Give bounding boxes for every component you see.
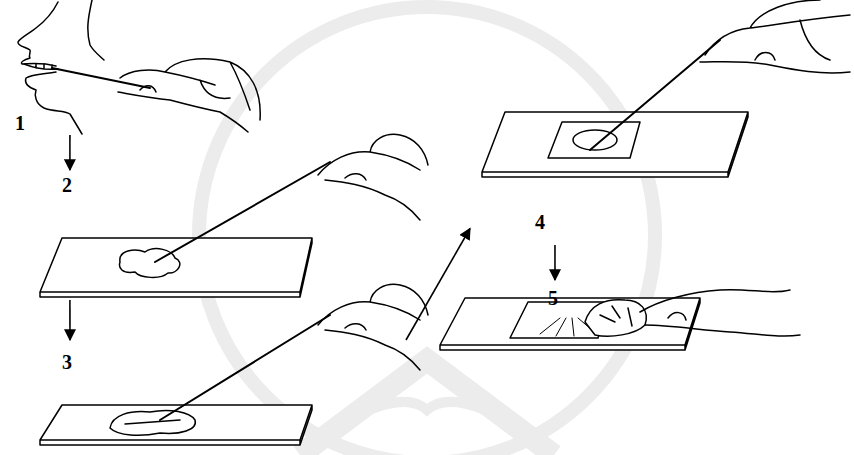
step-region: 3 <box>30 340 430 452</box>
face-profile <box>26 72 82 134</box>
step-number: 5 <box>548 288 558 308</box>
watermark-ring <box>199 7 655 455</box>
glass-slide <box>40 238 312 297</box>
step-arrow <box>554 245 556 280</box>
step-arrow <box>69 135 71 170</box>
hand <box>318 284 428 370</box>
shine-lines <box>540 318 592 336</box>
blotting-paper <box>585 300 646 336</box>
step-number: 4 <box>535 212 545 232</box>
cheek-line <box>88 0 104 60</box>
step-region: 5 <box>430 280 720 348</box>
step-region: 1 <box>5 0 270 135</box>
step-number: 1 <box>15 113 25 133</box>
step-arrow <box>406 229 470 341</box>
hand <box>700 0 850 73</box>
step-region: 4 <box>470 95 760 245</box>
needle <box>590 40 720 150</box>
hand <box>118 59 260 132</box>
cheek-cell-smear <box>110 410 195 435</box>
face-profile <box>18 2 58 66</box>
step-number: 2 <box>62 175 72 195</box>
glass-slide <box>440 298 700 350</box>
watermark <box>199 7 655 455</box>
watermark-book <box>300 360 554 455</box>
step-arrow <box>69 300 71 340</box>
watermark-book <box>330 402 524 430</box>
step-region: 2 <box>30 170 330 300</box>
toothpick <box>160 315 330 420</box>
cover-slip <box>548 122 640 158</box>
toothpick <box>155 162 330 262</box>
step-number: 3 <box>62 352 72 372</box>
glass-slide <box>482 112 748 177</box>
hand <box>640 290 800 336</box>
hand <box>318 134 428 220</box>
hand <box>318 284 428 370</box>
